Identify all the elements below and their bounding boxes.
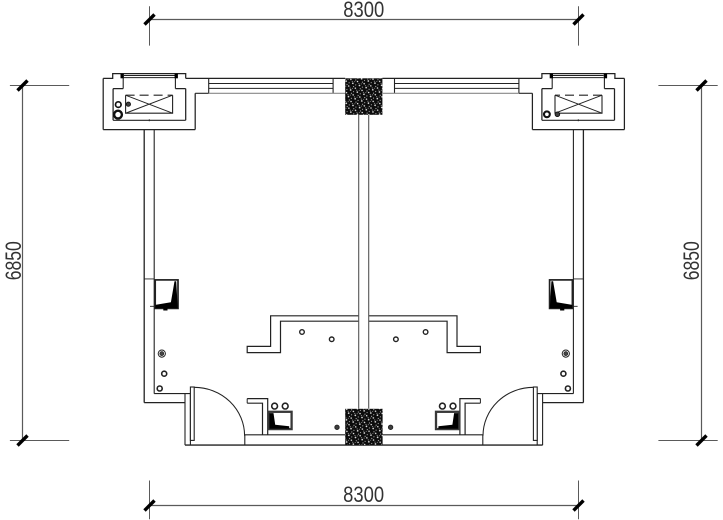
- svg-text:8300: 8300: [343, 0, 384, 22]
- svg-text:8300: 8300: [343, 482, 384, 507]
- svg-text:6850: 6850: [679, 241, 704, 280]
- svg-text:6850: 6850: [1, 241, 26, 280]
